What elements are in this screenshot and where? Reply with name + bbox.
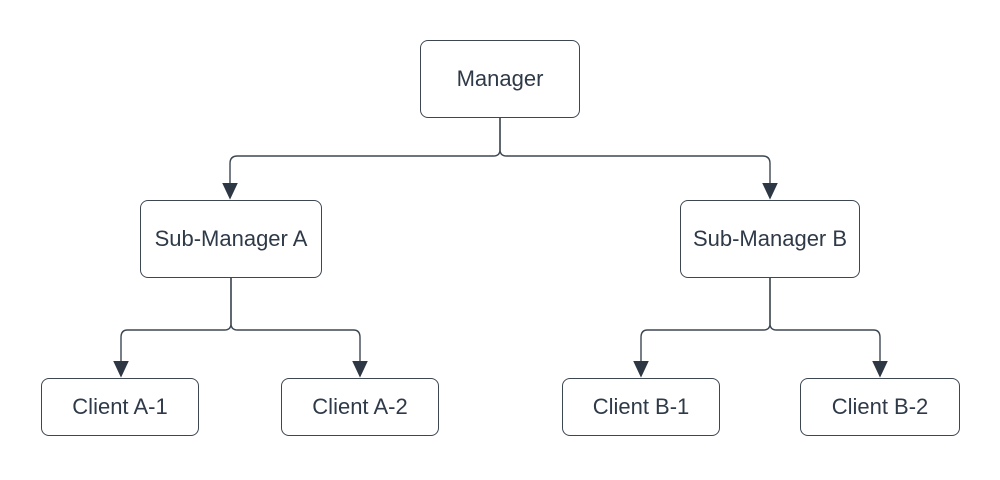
node-client-b-1: Client B-1 [562, 378, 720, 436]
connector-manager-to-sub-manager-b [499, 118, 771, 184]
arrowhead-client-b-2 [872, 361, 888, 378]
connector-manager-to-sub-manager-a [229, 118, 501, 184]
node-client-a-1: Client A-1 [41, 378, 199, 436]
arrowhead-sub-manager-a [222, 183, 238, 200]
node-manager: Manager [420, 40, 580, 118]
node-client-a-2: Client A-2 [281, 378, 439, 436]
arrowhead-client-a-2 [352, 361, 368, 378]
connector-sub-manager-b-to-client-b-2 [769, 278, 881, 362]
connector-sub-manager-b-to-client-b-1 [640, 278, 771, 362]
arrowhead-sub-manager-b [762, 183, 778, 200]
arrowhead-client-a-1 [113, 361, 129, 378]
node-sub-manager-b: Sub-Manager B [680, 200, 860, 278]
arrowhead-client-b-1 [633, 361, 649, 378]
connector-sub-manager-a-to-client-a-1 [120, 278, 232, 362]
node-sub-manager-a: Sub-Manager A [140, 200, 322, 278]
connector-sub-manager-a-to-client-a-2 [230, 278, 361, 362]
node-client-b-2: Client B-2 [800, 378, 960, 436]
